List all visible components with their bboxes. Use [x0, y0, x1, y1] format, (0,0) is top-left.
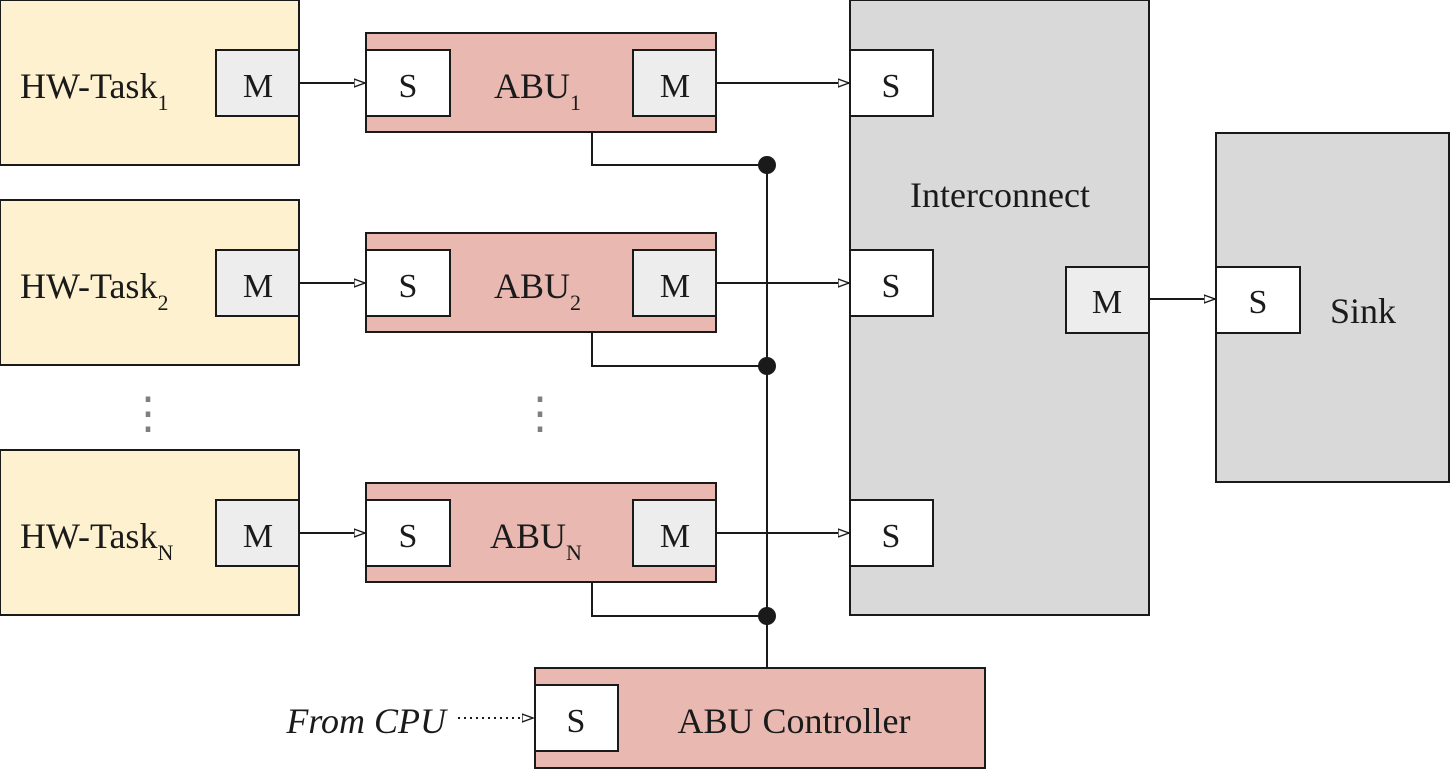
hw-task-1-master-port: M — [215, 49, 300, 117]
bus-junction-dot — [758, 156, 776, 174]
hw-task-1-label: HW-Task1 — [20, 66, 168, 115]
abu-controller-slave-port: S — [534, 684, 619, 752]
port-label: S — [1249, 284, 1268, 321]
abu-2-label: ABU2 — [494, 266, 581, 315]
port-label: S — [882, 268, 901, 305]
abu-1: S ABU1 M — [365, 32, 717, 133]
hw-task-n: HW-TaskN M — [0, 449, 300, 616]
port-label: M — [660, 518, 690, 555]
port-label: S — [399, 68, 418, 105]
abu-ellipsis: ⋮ — [518, 389, 562, 438]
abu-n-control-link — [591, 582, 767, 617]
port-label: M — [243, 268, 273, 305]
abu-2: S ABU2 M — [365, 232, 717, 333]
port-label: M — [1092, 284, 1122, 321]
interconnect-master-port: M — [1065, 266, 1150, 334]
port-label: S — [882, 68, 901, 105]
bus-junction-dot — [758, 607, 776, 625]
hw-task-2-label: HW-Task2 — [20, 266, 168, 315]
abu-1-master-port: M — [632, 49, 717, 117]
abu-controller-label: ABU Controller — [678, 701, 911, 741]
abu-1-slave-port: S — [365, 49, 451, 117]
hw-task-2: HW-Task2 M — [0, 199, 300, 366]
abu-controller: S ABU Controller — [534, 667, 986, 769]
interconnect-label: Interconnect — [910, 175, 1090, 215]
interconnect-block: Interconnect S S S M — [849, 0, 1150, 616]
abu-2-master-port: M — [632, 249, 717, 317]
port-label: M — [660, 68, 690, 105]
port-label: S — [882, 518, 901, 555]
hw-task-n-master-port: M — [215, 499, 300, 567]
interconnect-slave-port-n: S — [849, 499, 934, 567]
hw-task-2-master-port: M — [215, 249, 300, 317]
hw-task-ellipsis: ⋮ — [126, 389, 170, 438]
interconnect-slave-port-1: S — [849, 49, 934, 117]
abu-1-label: ABU1 — [494, 66, 581, 115]
port-label: M — [243, 68, 273, 105]
port-label: S — [567, 703, 586, 740]
sink-slave-port: S — [1215, 266, 1301, 334]
port-label: S — [399, 268, 418, 305]
hw-task-n-label: HW-TaskN — [20, 516, 173, 565]
port-label: M — [660, 268, 690, 305]
hw-task-1: HW-Task1 M — [0, 0, 300, 166]
port-label: S — [399, 518, 418, 555]
from-cpu-label: From CPU — [285, 701, 448, 741]
sink-label: Sink — [1330, 291, 1396, 331]
abu-2-slave-port: S — [365, 249, 451, 317]
abu-n-master-port: M — [632, 499, 717, 567]
interconnect-slave-port-2: S — [849, 249, 934, 317]
abu-n-slave-port: S — [365, 499, 451, 567]
bus-junction-dot — [758, 357, 776, 375]
abu-n-label: ABUN — [490, 516, 582, 565]
abu-n: S ABUN M — [365, 482, 717, 583]
port-label: M — [243, 518, 273, 555]
sink-block: S Sink — [1215, 132, 1450, 483]
abu-2-control-link — [591, 332, 767, 367]
abu-1-control-link — [591, 132, 767, 166]
